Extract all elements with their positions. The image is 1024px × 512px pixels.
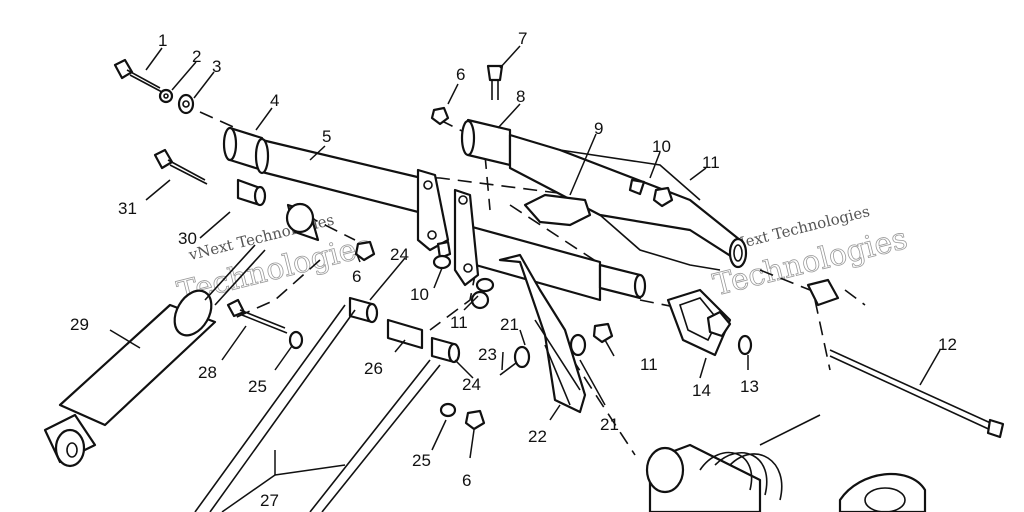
- callout-8: 8: [516, 87, 525, 106]
- callout-5: 5: [322, 127, 331, 146]
- spring-bracket: [498, 253, 587, 414]
- callout-22: 22: [528, 427, 547, 446]
- bushings: [236, 178, 461, 364]
- callout-7: 7: [518, 29, 527, 48]
- callout-6-top: 6: [456, 65, 465, 84]
- callout-30: 30: [178, 229, 197, 248]
- callout-2: 2: [192, 47, 201, 66]
- callout-24-low: 24: [462, 375, 481, 394]
- main-frame-tube: [222, 118, 748, 271]
- shock-absorber: [43, 244, 266, 468]
- callout-1: 1: [158, 31, 167, 50]
- callout-28: 28: [198, 363, 217, 382]
- callout-25-left: 25: [248, 377, 267, 396]
- callout-25-right: 25: [412, 451, 431, 470]
- callout-10-right: 10: [652, 137, 671, 156]
- callout-12: 12: [938, 335, 957, 354]
- callout-6-low: 6: [462, 471, 471, 490]
- nuts-and-washers: [158, 88, 840, 431]
- callout-21-left: 21: [500, 315, 519, 334]
- long-rods: [194, 304, 441, 512]
- callout-11-mid: 11: [450, 313, 468, 332]
- callout-26: 26: [364, 359, 383, 378]
- callout-27: 27: [260, 491, 279, 510]
- callout-labels: 1 2 3 4 5 6 7 8 9 10 11 12 13 14 31 30 6…: [70, 29, 957, 510]
- callout-10-mid: 10: [410, 285, 429, 304]
- mounting-plates: [416, 168, 480, 287]
- callout-3: 3: [212, 57, 221, 76]
- callout-6-mid: 6: [352, 267, 361, 286]
- callout-31: 31: [118, 199, 137, 218]
- wheel-spring-assembly: [645, 414, 927, 512]
- callout-11-low: 11: [640, 355, 658, 374]
- callout-13: 13: [740, 377, 759, 396]
- clip-part-9: [523, 193, 592, 227]
- callout-9: 9: [594, 119, 603, 138]
- callout-11-right: 11: [702, 153, 720, 172]
- callout-4: 4: [270, 91, 279, 110]
- callout-24-top: 24: [390, 245, 409, 264]
- callout-29: 29: [70, 315, 89, 334]
- spacer-block-14: [666, 288, 732, 357]
- callout-21-right: 21: [600, 415, 619, 434]
- callout-23: 23: [478, 345, 497, 364]
- leader-lines: [109, 45, 941, 512]
- callout-14: 14: [692, 381, 711, 400]
